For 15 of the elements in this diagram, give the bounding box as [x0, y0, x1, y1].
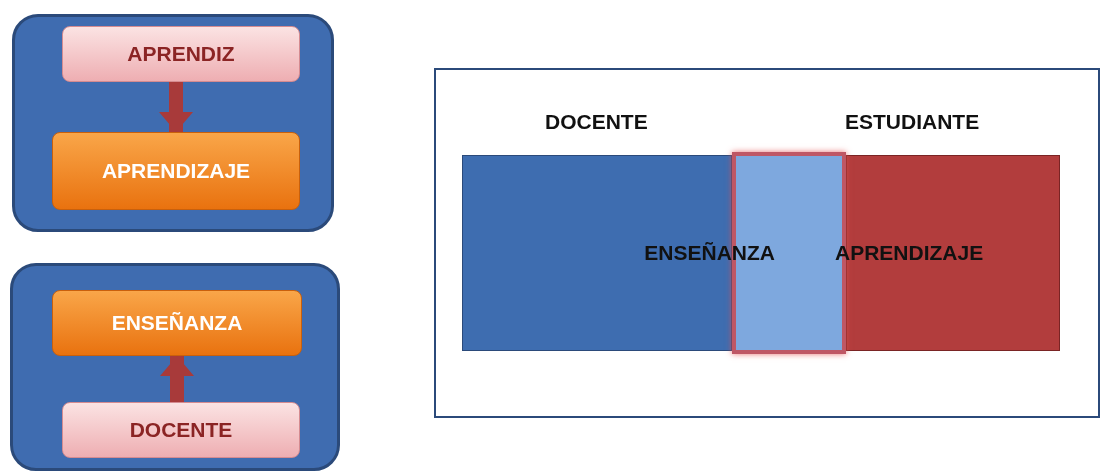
node-label: APRENDIZAJE: [101, 159, 251, 183]
column-heading: ESTUDIANTE: [845, 110, 980, 134]
arrow: [159, 82, 193, 132]
label-box: [62, 402, 300, 458]
panel-background: [12, 14, 334, 232]
node-label: DOCENTE: [129, 418, 233, 442]
label-box: [52, 132, 300, 210]
node-label: ENSEÑANZA: [111, 311, 243, 335]
label-box: [52, 290, 302, 356]
node-label: APRENDIZ: [127, 42, 235, 66]
arrow: [160, 356, 194, 402]
label-box: [62, 26, 300, 82]
frame: [434, 68, 1100, 418]
column-heading: DOCENTE: [545, 110, 648, 134]
panel-background: [10, 263, 340, 471]
